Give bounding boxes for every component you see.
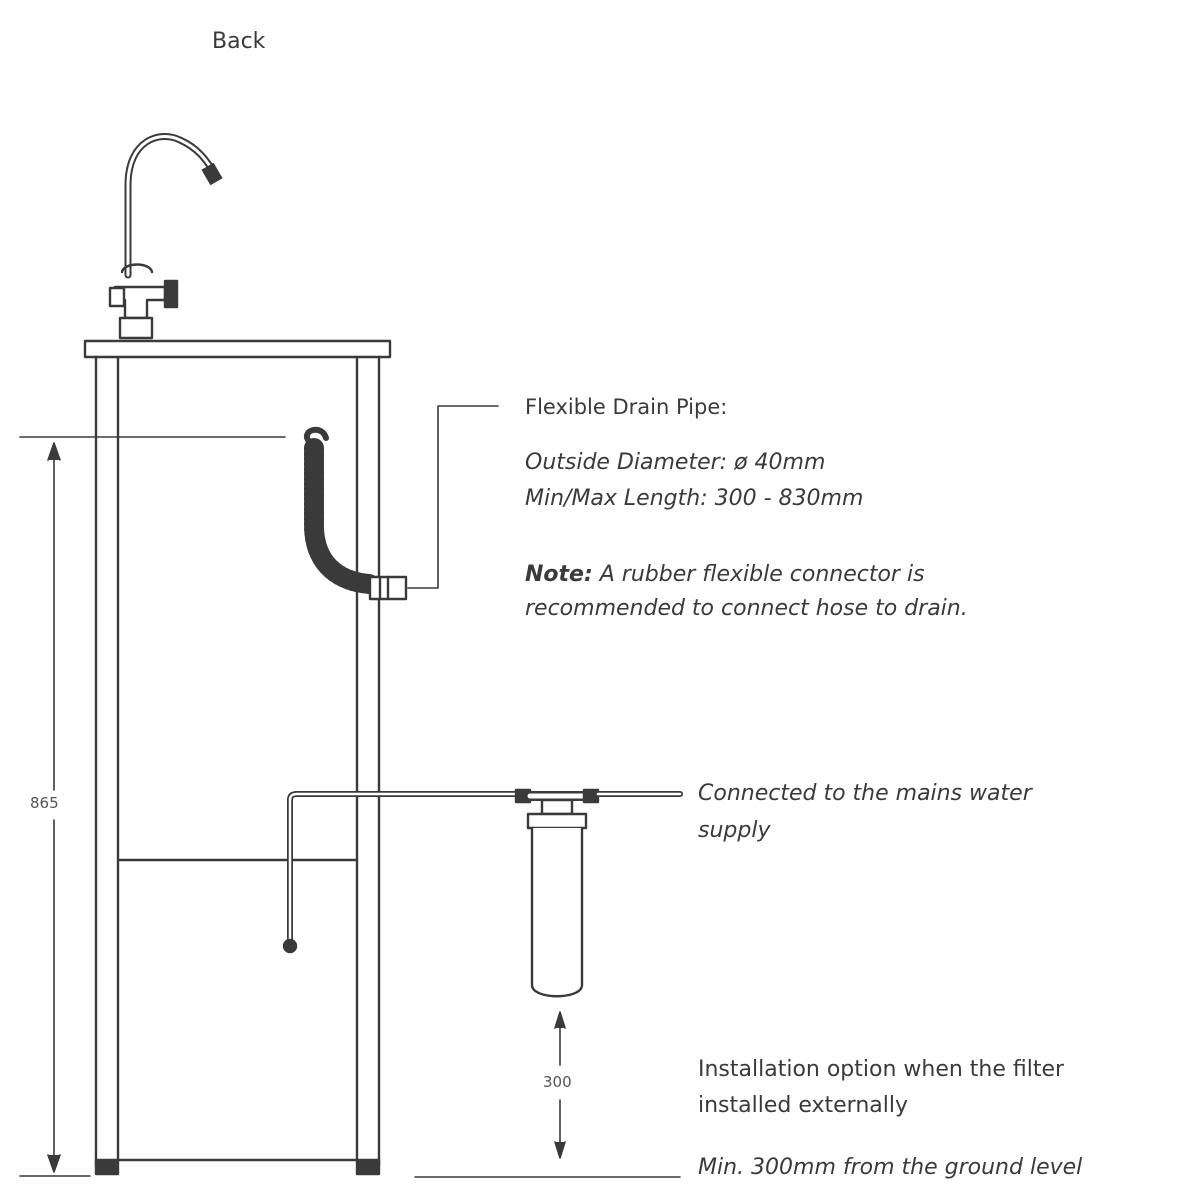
height-dimension	[19, 436, 286, 1177]
note-text: A rubber flexible connector is	[592, 562, 925, 587]
drain-pipe-note: Note: A rubber flexible connector is	[525, 564, 925, 586]
faucet	[108, 133, 223, 340]
ground-clearance-note: Min. 300mm from the ground level	[698, 1155, 1083, 1180]
mains-label-line1: Connected to the mains water	[698, 781, 1032, 806]
clearance-dimension	[414, 1011, 681, 1178]
drain-pipe-length: Min/Max Length: 300 - 830mm	[525, 486, 864, 511]
drain-pipe-diameter: Outside Diameter: ø 40mm	[525, 450, 826, 475]
clearance-dimension-label: 300	[543, 1073, 572, 1091]
installation-option-line2: installed externally	[698, 1093, 908, 1118]
drain-pipe-heading: Flexible Drain Pipe:	[525, 395, 728, 419]
mains-pipe	[282, 788, 683, 954]
flexible-drain-pipe	[303, 426, 408, 601]
drain-pipe-note-line2: recommended to connect hose to drain.	[525, 596, 968, 621]
cabinet-frame	[94, 355, 381, 1176]
mains-label-line2: supply	[698, 818, 771, 843]
note-label: Note:	[525, 562, 593, 587]
external-filter	[526, 798, 588, 998]
view-title: Back	[212, 29, 266, 54]
cabinet-top	[83, 339, 392, 359]
height-dimension-label: 865	[30, 794, 59, 812]
installation-option-line1: Installation option when the filter	[698, 1057, 1065, 1082]
drain-leader-line	[407, 405, 499, 589]
